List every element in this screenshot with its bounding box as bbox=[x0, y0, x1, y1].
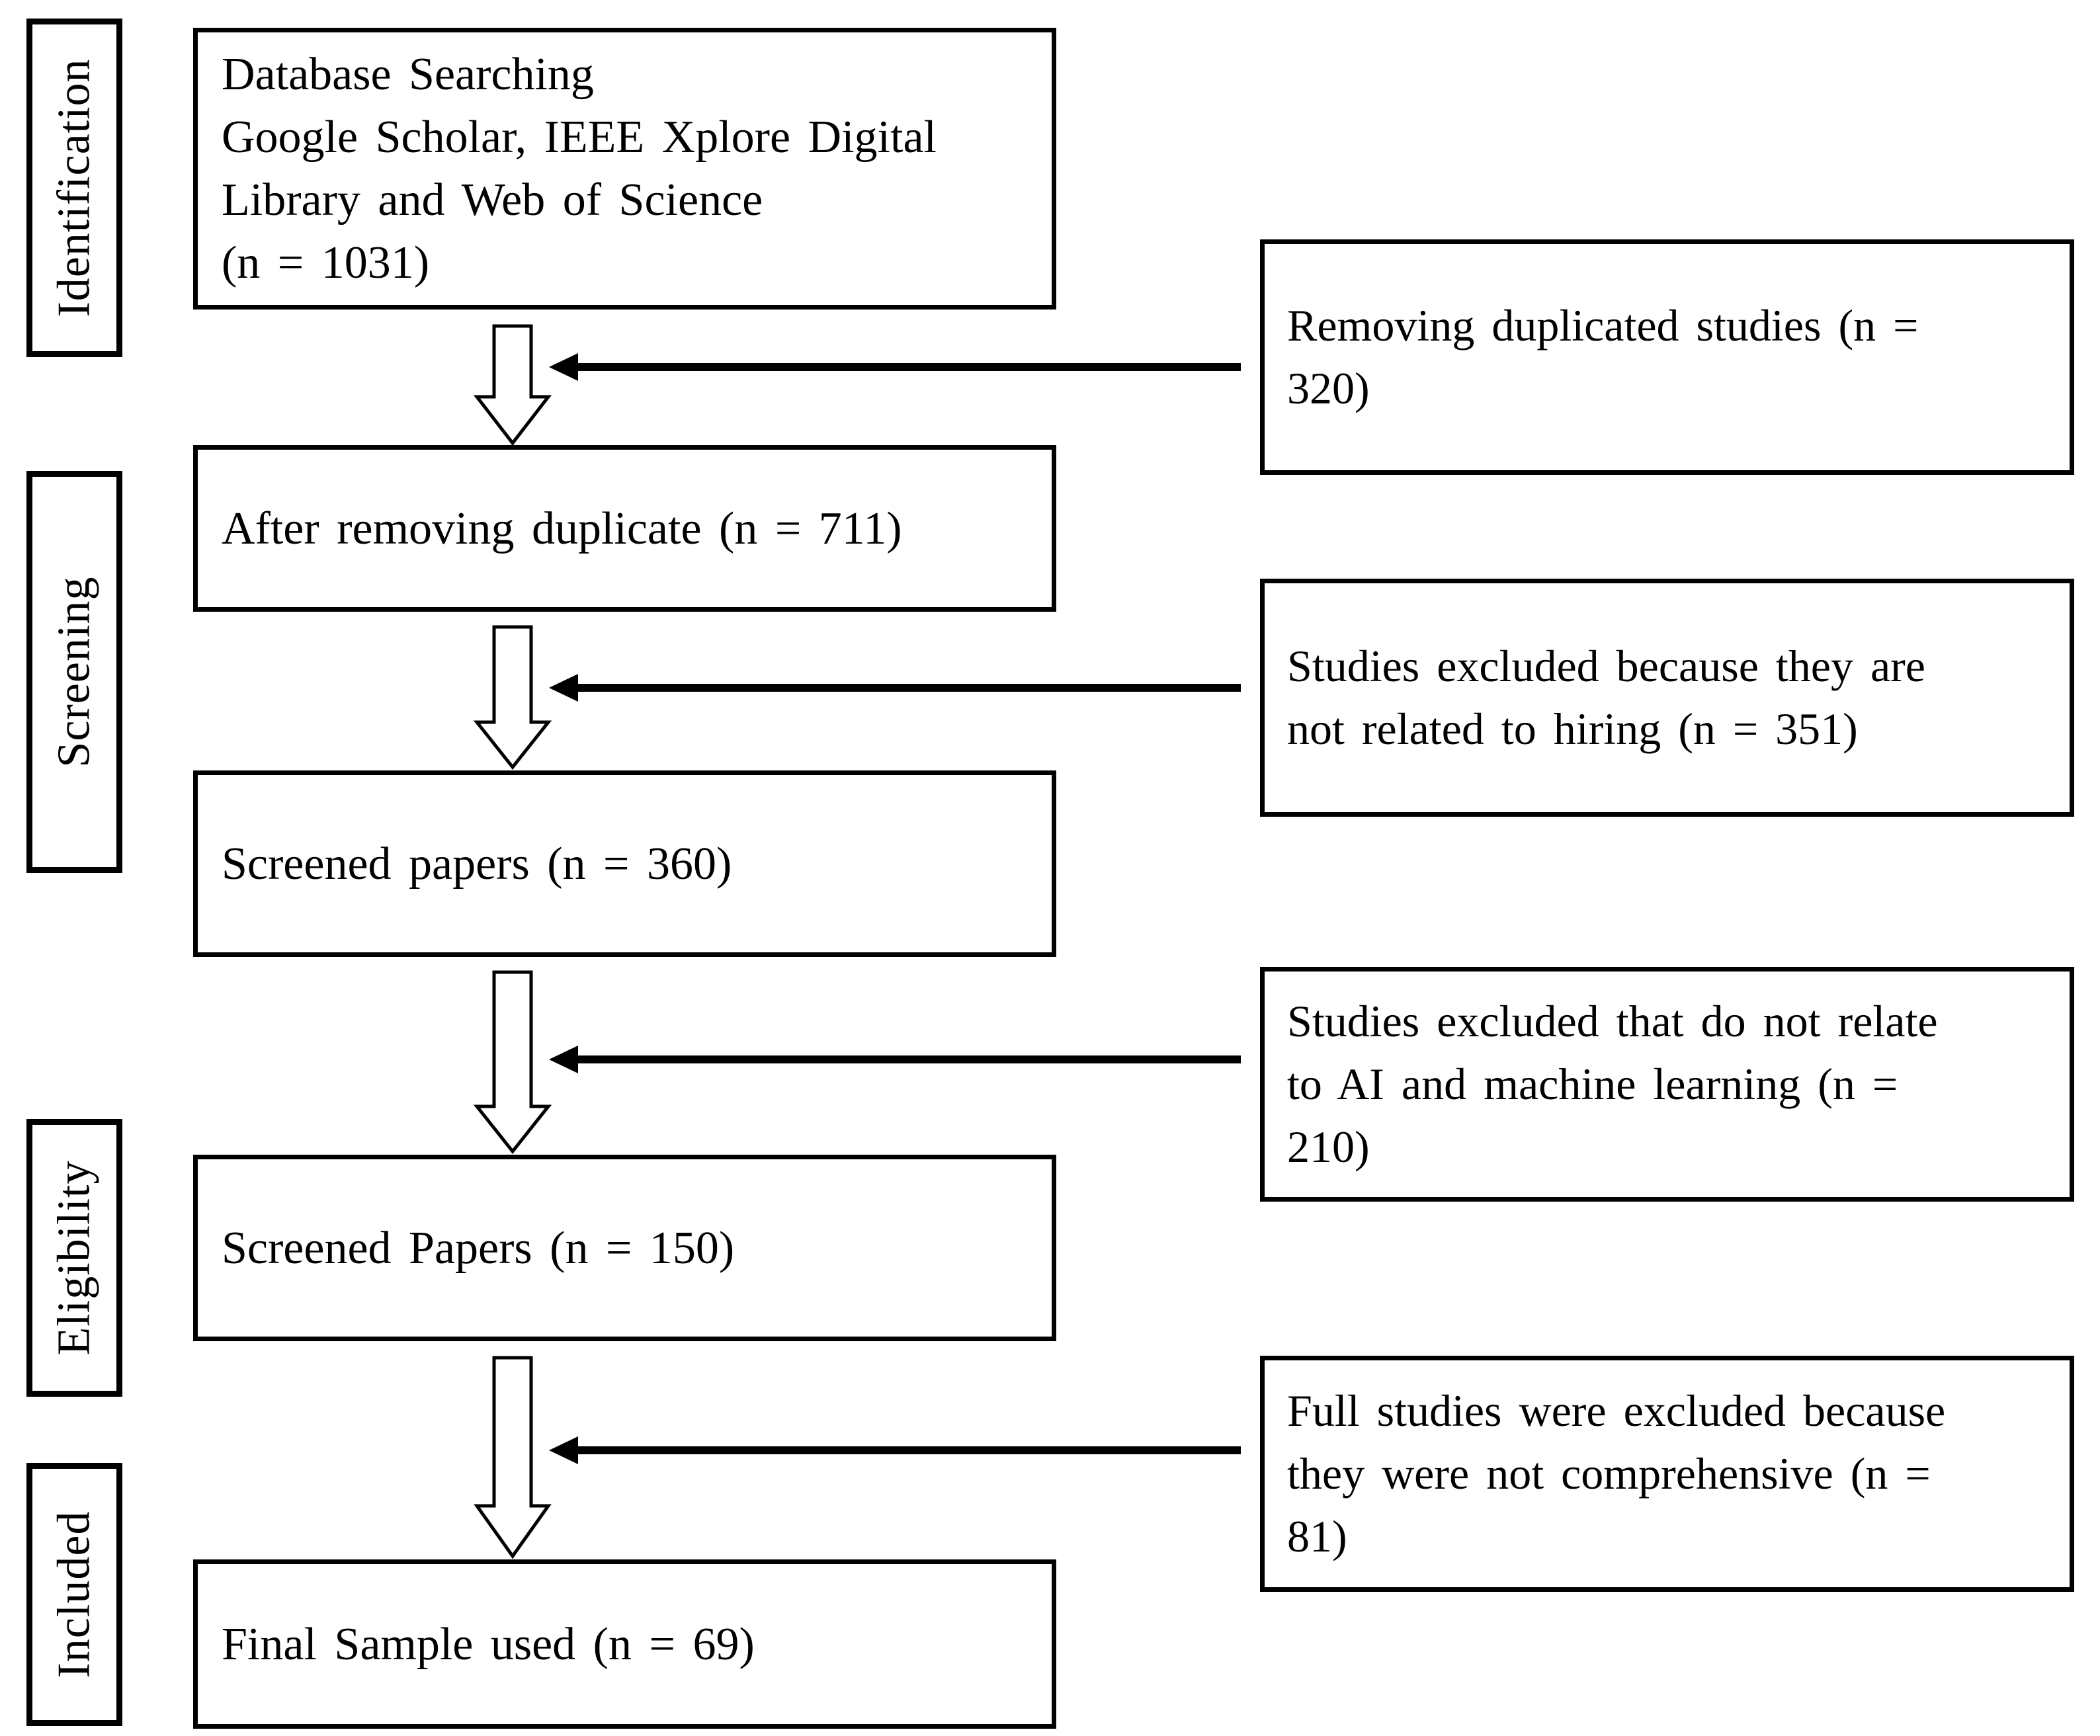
left-arrow-icon bbox=[548, 672, 1242, 704]
flow-box-database-searching-text: Database Searching Google Scholar, IEEE … bbox=[222, 49, 937, 288]
side-box-not-comprehensive: Full studies were excluded because they … bbox=[1260, 1356, 2074, 1592]
left-arrow-icon bbox=[548, 1044, 1242, 1075]
left-arrow-icon bbox=[548, 351, 1242, 383]
left-arrow-icon bbox=[548, 1434, 1242, 1466]
side-box-not-comprehensive-text: Full studies were excluded because they … bbox=[1287, 1385, 1946, 1561]
side-box-not-related-hiring-text: Studies excluded because they are not re… bbox=[1287, 641, 1925, 754]
side-box-removing-duplicated-text: Removing duplicated studies (n = 320) bbox=[1287, 300, 1919, 413]
stage-label-identification: Identification bbox=[48, 58, 100, 317]
flow-box-screened-papers-360: Screened papers (n = 360) bbox=[193, 770, 1056, 957]
down-block-arrow-icon bbox=[474, 1356, 552, 1559]
stage-box-eligibility: Eligibility bbox=[26, 1119, 122, 1397]
stage-box-screening: Screening bbox=[26, 471, 122, 873]
down-block-arrow-icon bbox=[473, 324, 552, 446]
side-box-not-related-hiring: Studies excluded because they are not re… bbox=[1260, 579, 2074, 817]
down-block-arrow-icon bbox=[473, 970, 552, 1155]
flow-box-after-removing-duplicate: After removing duplicate (n = 711) bbox=[193, 445, 1056, 612]
down-block-arrow-icon bbox=[473, 625, 552, 770]
stage-label-eligibility: Eligibility bbox=[48, 1160, 100, 1356]
side-box-not-ai-ml-text: Studies excluded that do not relate to A… bbox=[1287, 996, 1938, 1172]
flow-box-database-searching: Database Searching Google Scholar, IEEE … bbox=[193, 28, 1056, 310]
stage-label-screening: Screening bbox=[48, 576, 100, 768]
flow-box-after-removing-duplicate-text: After removing duplicate (n = 711) bbox=[222, 503, 902, 554]
flow-box-screened-papers-150: Screened Papers (n = 150) bbox=[193, 1155, 1056, 1341]
stage-label-included: Included bbox=[48, 1510, 100, 1678]
flow-box-screened-papers-150-text: Screened Papers (n = 150) bbox=[222, 1222, 735, 1274]
flow-box-final-sample-text: Final Sample used (n = 69) bbox=[222, 1618, 755, 1670]
stage-box-included: Included bbox=[26, 1463, 122, 1726]
side-box-not-ai-ml: Studies excluded that do not relate to A… bbox=[1260, 967, 2074, 1202]
stage-box-identification: Identification bbox=[26, 19, 122, 357]
flow-box-final-sample: Final Sample used (n = 69) bbox=[193, 1559, 1056, 1729]
flow-box-screened-papers-360-text: Screened papers (n = 360) bbox=[222, 838, 732, 889]
side-box-removing-duplicated: Removing duplicated studies (n = 320) bbox=[1260, 239, 2074, 475]
